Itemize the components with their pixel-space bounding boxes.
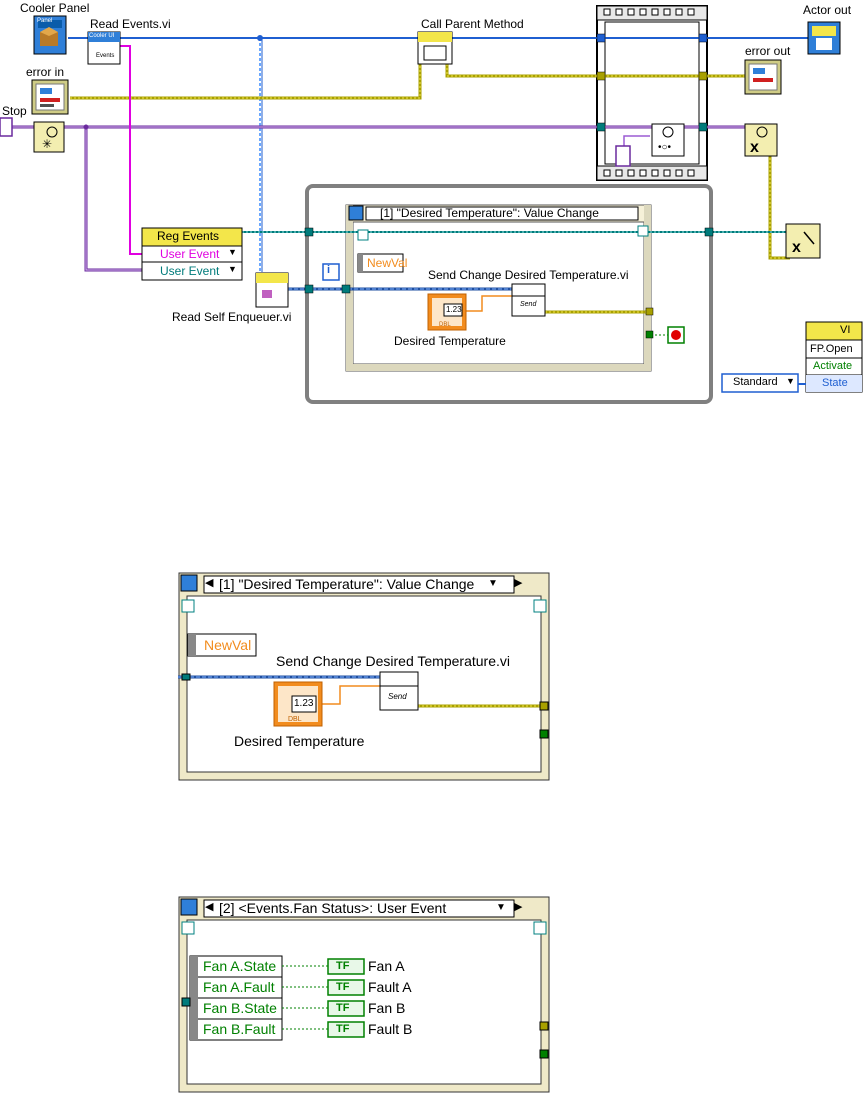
zoom2-fan-a-indicator[interactable] [327,958,365,975]
panel-icon-text: Panel [37,18,53,24]
zoom2-case-selector[interactable]: [2] <Events.Fan Status>: User Event [219,900,447,916]
reg-events-title: Reg Events [157,229,220,243]
read-events-vi-icon[interactable] [87,31,121,65]
invoke-method: FP.Open [810,343,853,355]
zoom1-case-selector[interactable]: [1] "Desired Temperature": Value Change [219,576,475,592]
error-out-label: error out [745,44,791,58]
desired-temperature-control[interactable] [427,293,467,331]
zoom2-prev-icon[interactable]: ◀ [205,901,214,913]
state-enum-dropdown-icon[interactable]: ▼ [786,376,795,386]
events-icon-text: Events [96,53,115,59]
desired-temperature-label: Desired Temperature [394,334,506,348]
newval-label: NewVal [367,256,408,270]
main-diagram-wires: ✳ •○• x x [0,5,863,404]
reg-events-dropdown-icon-1[interactable]: ▼ [228,247,237,257]
numeric-wire[interactable] [466,295,512,312]
register-events-node[interactable] [141,227,243,281]
read-events-label: Read Events.vi [90,17,171,31]
zoom2-case-selector-box[interactable] [203,899,515,918]
svg-text:x: x [792,239,801,256]
zoom2-field-2: Fan A.Fault [203,979,275,995]
stop-condition-icon[interactable] [667,326,685,344]
numeric-value-text: 1.23 [446,305,462,314]
reg-events-row-1: User Event [160,247,220,261]
enqueue-node-icon[interactable]: •○• [651,123,685,157]
zoom2-dropdown-icon[interactable]: ▼ [496,902,506,913]
svg-text:x: x [750,139,759,156]
error-wire[interactable] [70,58,422,100]
send-change-label: Send Change Desired Temperature.vi [428,268,629,282]
zoom-event-case-2: [2] <Events.Fan Status>: User Event ▼ ◀ … [178,896,550,1094]
zoom1-dropdown-icon[interactable]: ▼ [488,578,498,589]
zoom1-send-icon-text: Send [388,692,407,701]
zoom1-send-vi-icon[interactable] [379,671,419,711]
error-in-label: error in [26,65,65,79]
zoom2-indicator-label-2: Fault A [368,979,412,995]
events-wire[interactable] [118,45,142,255]
call-parent-method-icon[interactable] [417,31,453,65]
zoom2-event-icon [180,898,198,916]
reg-events-row-2: User Event [160,264,220,278]
zoom2-tf-2: TF [336,981,350,993]
main-diagram: ✳ •○• x x [0,0,867,410]
zoom1-numeric-value-text: 1.23 [294,698,314,709]
event-case-header[interactable] [348,205,639,221]
error-in-cluster-icon[interactable] [31,79,69,115]
invoke-param-activate: Activate [813,360,853,372]
loop-index-label: i [327,264,331,276]
cooler-panel-icon[interactable] [33,15,67,55]
dbl-text: DBL [439,322,451,328]
zoom2-field-4: Fan B.Fault [203,1021,276,1037]
zoom2-tf-4: TF [336,1023,350,1035]
zoom-event-case-1: [1] "Desired Temperature": Value Change … [178,572,550,782]
svg-text:✳: ✳ [42,137,52,151]
zoom1-next-icon[interactable]: ▶ [514,577,523,589]
tunnels [83,33,714,339]
stop-label: Stop [2,104,27,118]
zoom2-tf-3: TF [336,1002,350,1014]
zoom1-case-selector-box[interactable] [203,575,515,594]
zoom2-field-1: Fan A.State [203,958,277,974]
zoom2-indicator-label-3: Fan B [368,1000,406,1016]
cooler-panel-label: Cooler Panel [20,1,90,15]
zoom1-send-change-label: Send Change Desired Temperature.vi [276,653,510,669]
send-icon-text: Send [520,301,537,308]
zoom1-newval-label: NewVal [204,637,252,653]
zoom2-next-icon[interactable]: ▶ [514,901,523,913]
close-reference-icon[interactable]: x [744,123,778,157]
send-change-vi-icon[interactable] [511,283,546,317]
svg-text:•○•: •○• [658,142,672,153]
zoom1-event-icon [180,574,198,592]
zoom2-fault-a-indicator[interactable] [327,979,365,996]
error-out-cluster-icon[interactable] [744,59,782,95]
read-self-enqueuer-icon[interactable] [255,272,289,308]
unregister-events-icon[interactable]: x [785,223,821,259]
zoom2-tf-1: TF [336,960,350,972]
loop-index-terminal [322,263,340,281]
stop-control[interactable] [0,117,13,137]
zoom2-indicator-label-4: Fault B [368,1021,413,1037]
zoom1-frame [178,572,550,781]
zoom2-indicator-label-1: Fan A [368,958,405,974]
invoke-param-state: State [822,377,848,389]
state-enum-value[interactable]: Standard [733,376,778,388]
event-case-selector[interactable]: [1] "Desired Temperature": Value Change [380,206,599,220]
stop-property-node-icon[interactable]: ✳ [33,121,65,153]
zoom1-dbl-text: DBL [288,716,302,723]
invoke-node[interactable] [805,321,863,393]
call-parent-method-label: Call Parent Method [421,17,524,31]
zoom2-fan-b-indicator[interactable] [327,1000,365,1017]
while-loop-frame[interactable] [305,184,713,404]
zoom2-frame [178,896,550,1093]
zoom1-desired-temperature-label: Desired Temperature [234,733,365,749]
zoom2-field-3: Fan B.State [203,1000,277,1016]
zoom2-fault-b-indicator[interactable] [327,1021,365,1038]
zoom1-prev-icon[interactable]: ◀ [205,577,214,589]
actor-out-indicator-icon[interactable] [807,21,841,55]
read-self-enqueuer-label: Read Self Enqueuer.vi [172,310,292,324]
reg-events-dropdown-icon-2[interactable]: ▼ [228,264,237,274]
invoke-title: VI [840,324,851,336]
actor-out-label: Actor out [803,3,852,17]
cooler-ui-icon-text: Cooler UI [89,33,115,39]
